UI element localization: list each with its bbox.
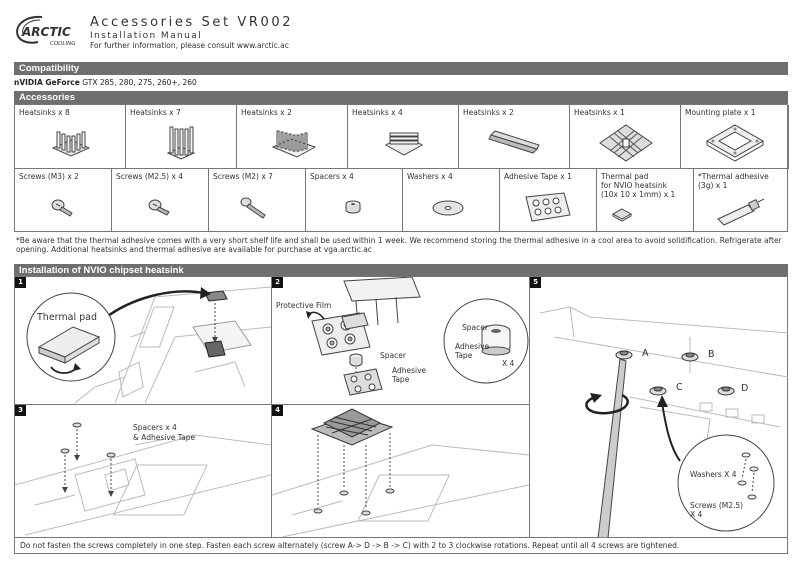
step-number: 2 <box>272 277 283 288</box>
accessory-label: Heatsinks x 8 <box>19 108 70 117</box>
label-line: Adhesive <box>392 366 427 375</box>
accessory-label: Heatsinks x 1 <box>574 108 625 117</box>
step-number: 1 <box>15 277 26 288</box>
document-title: Accessories Set VR002 <box>90 15 294 30</box>
accessory-label: Thermal pad <box>601 172 649 181</box>
compatibility-models: GTX 285, 280, 275, 260+, 260 <box>79 78 197 87</box>
accessory-heatsinks-4: Heatsinks x 4 <box>348 105 459 169</box>
screw-long-icon <box>239 195 269 221</box>
step-2-spacer-label: Spacer <box>380 351 406 360</box>
accessory-label-line2: (3g) x 1 <box>698 181 728 190</box>
accessory-washers: Washers x 4 <box>403 169 500 232</box>
step-4-illustration <box>272 405 529 538</box>
screw-icon <box>51 197 75 219</box>
installation-steps: 1 Thermal pad 2 <box>14 276 788 538</box>
step-1-thermal-pad-label: Thermal pad <box>37 312 98 323</box>
svg-text:ARCTIC: ARCTIC <box>21 25 71 39</box>
accessories-note: *Be aware that the thermal adhesive come… <box>16 236 782 255</box>
compatibility-brand: nVIDIA GeForce <box>14 78 80 87</box>
accessory-thermal-adhesive: *Thermal adhesive (3g) x 1 <box>694 169 789 232</box>
document-subtitle: Installation Manual <box>90 31 203 41</box>
accessory-screws-m3: Screws (M3) x 2 <box>15 169 112 232</box>
step-5-screw-c-label: C <box>676 382 683 393</box>
step-1-panel: 1 Thermal pad <box>15 277 272 405</box>
accessory-label-line2: for NVIO heatsink <box>601 181 667 190</box>
accessory-spacers: Spacers x 4 <box>306 169 403 232</box>
step-5-washers-label: Washers X 4 <box>690 470 737 479</box>
accessories-heading: Accessories <box>14 91 788 104</box>
accessory-screws-m25: Screws (M2.5) x 4 <box>112 169 209 232</box>
step-3-panel: 3 Spacers x 4 & Adhesive Tape <box>15 405 272 538</box>
accessory-screws-m2: Screws (M2) x 7 <box>209 169 306 232</box>
accessory-label: Heatsinks x 7 <box>130 108 181 117</box>
step-number: 4 <box>272 405 283 416</box>
adhesive-tape-icon <box>524 191 572 223</box>
accessory-thermal-pad: Thermal pad for NVIO heatsink (10x 10 x … <box>597 169 694 232</box>
thermal-pad-icon <box>611 207 633 223</box>
label-line: Tape <box>392 375 410 384</box>
step-5-panel: 5 <box>530 277 789 538</box>
step-5-screws-label: Screws (M2.5) <box>690 501 744 510</box>
screw-icon <box>148 197 172 219</box>
accessory-label: Mounting plate x 1 <box>685 108 756 117</box>
compatibility-heading: Compatibility <box>14 62 788 75</box>
accessory-mounting-plate: Mounting plate x 1 <box>681 105 789 169</box>
heatsink-flat-icon <box>384 125 424 161</box>
mounting-plate-icon <box>705 121 765 165</box>
installation-heading: Installation of NVIO chipset heatsink <box>14 264 788 277</box>
heatsink-small-icon <box>49 122 93 162</box>
washer-icon <box>431 199 465 217</box>
accessory-adhesive-tape: Adhesive Tape x 1 <box>500 169 597 232</box>
heatsink-wide-icon <box>271 123 317 163</box>
heatsink-long-icon <box>487 127 543 157</box>
step-5-screw-d-label: D <box>741 383 749 394</box>
arctic-cooling-logo: ARCTIC COOLING <box>12 14 76 47</box>
accessory-heatsinks-7: Heatsinks x 7 <box>126 105 237 169</box>
compatibility-line: nVIDIA GeForce GTX 285, 280, 275, 260+, … <box>14 78 197 87</box>
accessory-label: Washers x 4 <box>407 172 453 181</box>
step-5-screws-qty: X 4 <box>690 510 703 519</box>
fastening-instructions: Do not fasten the screws completely in o… <box>14 538 788 554</box>
accessory-heatsinks-2b: Heatsinks x 2 <box>459 105 570 169</box>
accessory-label: Heatsinks x 4 <box>352 108 403 117</box>
accessory-label: Spacers x 4 <box>310 172 354 181</box>
step-5-illustration <box>530 277 788 538</box>
accessory-heatsinks-1: Heatsinks x 1 <box>570 105 681 169</box>
accessory-label: Screws (M2.5) x 4 <box>116 172 184 181</box>
step-5-screw-a-label: A <box>642 348 649 359</box>
step-2-inset-spacer-label: Spacer <box>462 323 488 332</box>
accessory-label: Heatsinks x 2 <box>241 108 292 117</box>
accessory-label: Screws (M3) x 2 <box>19 172 79 181</box>
heatsink-cross-icon <box>596 119 656 167</box>
step-2-protective-film-label: Protective Film <box>276 301 332 310</box>
step-1-illustration <box>15 277 271 404</box>
thermal-adhesive-tube-icon <box>714 197 766 227</box>
step-2-inset-quantity: X 4 <box>502 359 515 368</box>
label-line: Adhesive <box>455 342 490 351</box>
info-line: For further information, please consult … <box>90 41 289 50</box>
heatsink-tall-icon <box>164 121 198 163</box>
step-number: 3 <box>15 405 26 416</box>
step-5-screw-b-label: B <box>708 349 715 360</box>
accessory-heatsinks-2a: Heatsinks x 2 <box>237 105 348 169</box>
accessory-label: Heatsinks x 2 <box>463 108 514 117</box>
label-line: Tape <box>455 351 473 360</box>
spacer-icon <box>344 199 362 215</box>
step-4-panel: 4 <box>272 405 530 538</box>
step-3-illustration <box>15 405 271 538</box>
accessory-label: Screws (M2) x 7 <box>213 172 273 181</box>
svg-text:COOLING: COOLING <box>50 41 76 47</box>
step-number: 5 <box>530 277 541 288</box>
accessory-label: Adhesive Tape x 1 <box>504 172 572 181</box>
accessory-heatsinks-8: Heatsinks x 8 <box>15 105 126 169</box>
accessory-label: *Thermal adhesive <box>698 172 769 181</box>
step-2-illustration <box>306 277 529 404</box>
accessories-table: Heatsinks x 8 Heatsinks x 7 Heatsinks x … <box>14 104 789 232</box>
accessory-label-line3: (10x 10 x 1mm) x 1 <box>601 190 676 199</box>
step-3-spacers-label: Spacers x 4 <box>133 423 177 432</box>
step-3-tape-label: & Adhesive Tape <box>133 433 196 442</box>
